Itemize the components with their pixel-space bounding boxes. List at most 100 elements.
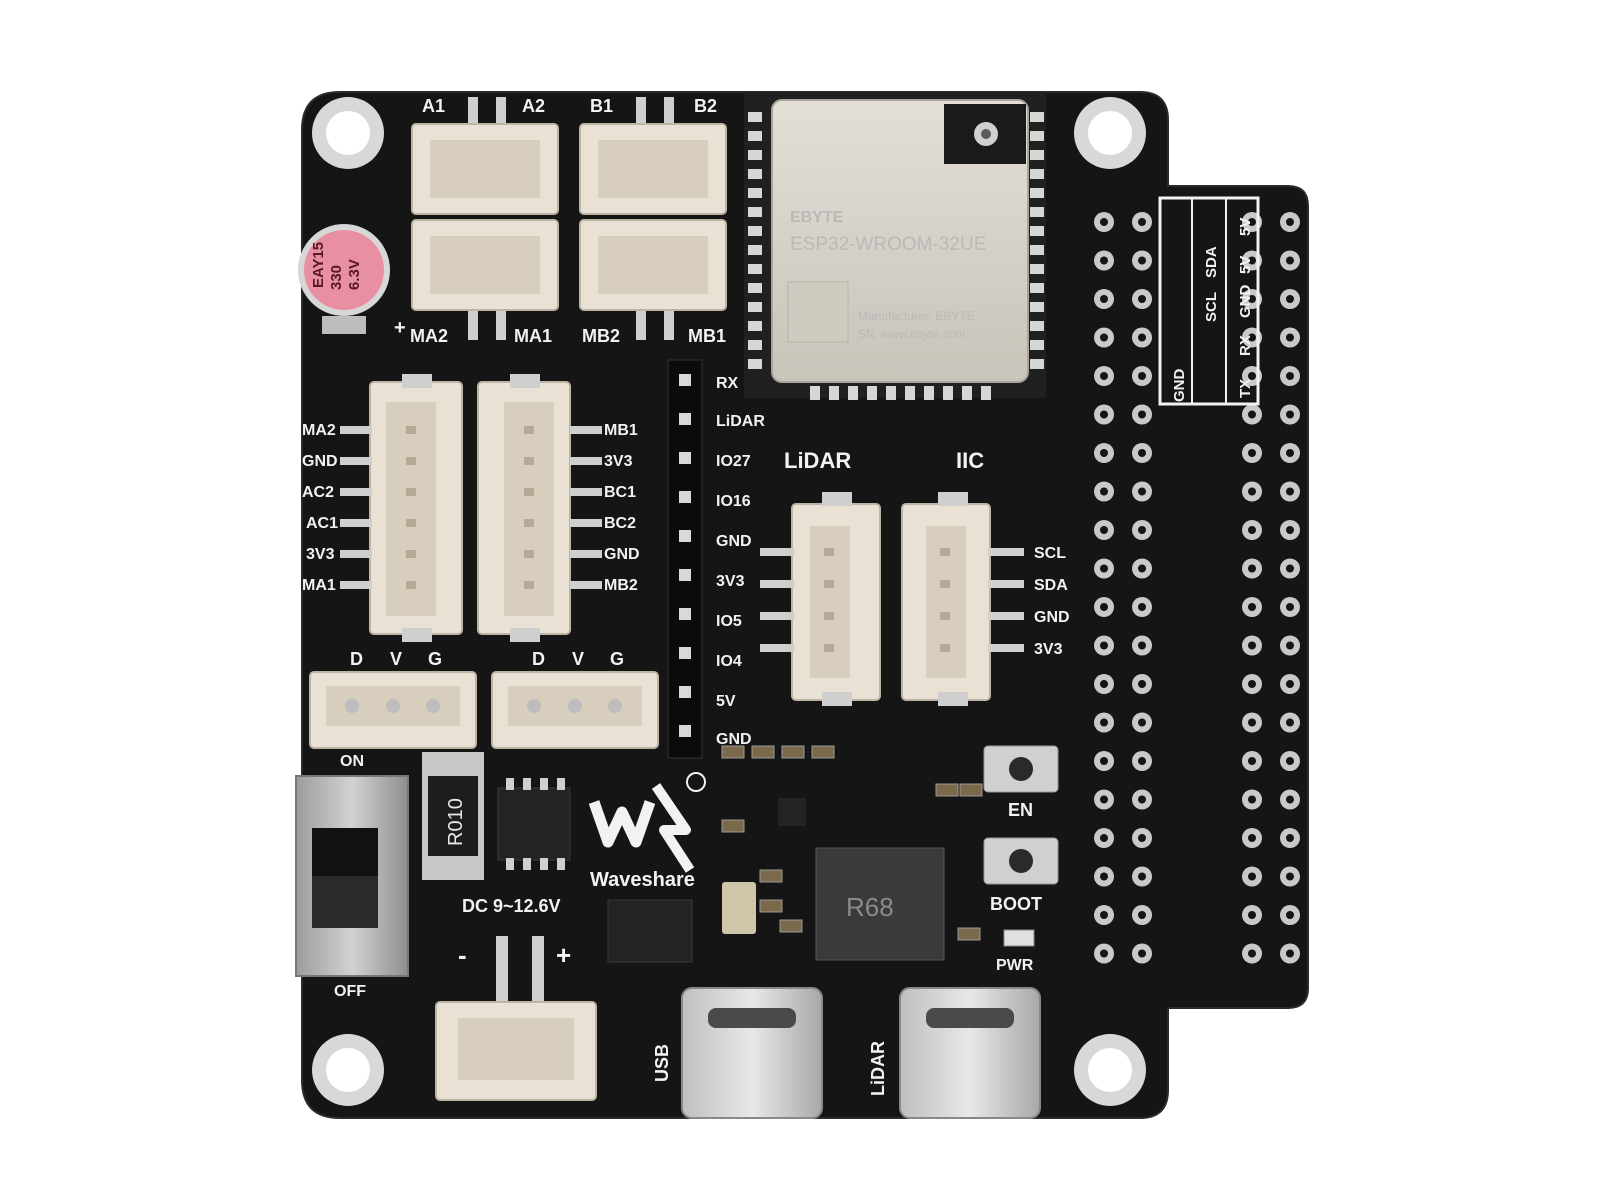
gpio-col3-rx: RX xyxy=(1237,335,1254,356)
esp-pad xyxy=(1030,302,1044,312)
esp-pad xyxy=(924,386,934,400)
gpio-pad-hole xyxy=(1248,872,1256,881)
enc-a-label-1: GND xyxy=(302,453,338,470)
gpio-pad-hole xyxy=(1138,757,1146,765)
label-ma1: MA1 xyxy=(514,326,552,346)
esp-model: ESP32-WROOM-32UE xyxy=(790,234,986,255)
enc-b-label-0: MB1 xyxy=(604,422,638,439)
soic-pin xyxy=(557,858,565,870)
motor-connector-labels-top: A1 A2 B1 B2 xyxy=(422,96,717,116)
esp-pad xyxy=(1030,283,1044,293)
iic-labels: SCL SDA GND 3V3 xyxy=(1034,545,1070,658)
iic-label-0: SCL xyxy=(1034,545,1066,562)
lidar-contact xyxy=(824,580,834,588)
gpio-pad-hole xyxy=(1100,410,1108,419)
gpio-pad-hole xyxy=(1138,680,1146,688)
iic-label-1: SDA xyxy=(1034,577,1068,594)
lidar-iic-connectors xyxy=(760,492,1024,706)
soic-pin xyxy=(557,778,565,790)
iic-label-2: GND xyxy=(1034,609,1070,626)
encoder-pin xyxy=(340,519,372,527)
lidar-contact xyxy=(824,548,834,556)
smd-component xyxy=(779,919,803,933)
shunt-resistor: R010 xyxy=(422,752,484,880)
servo-pin xyxy=(608,699,622,713)
encoder-pin xyxy=(340,550,372,558)
servo-label-2: G xyxy=(428,649,442,669)
encoder-pin xyxy=(340,457,372,465)
servo-pin xyxy=(527,699,541,713)
gpio-pad-hole xyxy=(1248,680,1256,688)
enc-b-label-2: BC1 xyxy=(604,484,636,501)
label-mb1: MB1 xyxy=(688,326,726,346)
esp-pad xyxy=(1030,207,1044,217)
gpio-pad-hole xyxy=(1138,333,1146,342)
gpio-pad-hole xyxy=(1248,564,1256,573)
hdr-label-8: 5V xyxy=(716,693,736,710)
gpio-pad-hole xyxy=(1100,949,1108,958)
header-pin xyxy=(679,413,691,425)
servo-pin xyxy=(345,699,359,713)
usb-c-connector-usb[interactable] xyxy=(681,987,823,1119)
label-b1: B1 xyxy=(590,96,613,116)
smd-component xyxy=(759,899,783,913)
en-button[interactable] xyxy=(983,745,1059,793)
inductor-text: R68 xyxy=(846,892,894,922)
esp-pad xyxy=(748,188,762,198)
encoder-contact xyxy=(406,581,416,589)
esp-manufacturer: Manufacturer: EBYTE xyxy=(858,309,975,323)
label-a1: A1 xyxy=(422,96,445,116)
iic-pin xyxy=(988,644,1024,652)
servo-labels: D V G D V G xyxy=(350,649,624,669)
servo-label-5: G xyxy=(610,649,624,669)
gpio-pad-hole xyxy=(1286,487,1294,496)
servo-pin xyxy=(568,699,582,713)
gpio-pad-hole xyxy=(1286,795,1294,804)
esp32-module: EBYTE ESP32-WROOM-32UE Manufacturer: EBY… xyxy=(744,92,1046,400)
header-pin xyxy=(679,647,691,659)
esp-pad xyxy=(748,207,762,217)
gpio-pad-hole xyxy=(1286,757,1294,765)
enc-b-label-1: 3V3 xyxy=(604,453,633,470)
iic-pin xyxy=(988,580,1024,588)
soic-pin xyxy=(540,858,548,870)
gpio-pad-hole xyxy=(1100,218,1108,226)
smd-component xyxy=(957,927,981,941)
header-pin xyxy=(679,452,691,464)
gpio-pad-hole xyxy=(1100,449,1108,457)
gpio-pad-hole xyxy=(1248,256,1256,265)
esp-pad xyxy=(1030,150,1044,160)
esp-sn: SN: www.ebyte.com xyxy=(858,327,965,341)
gpio-pad-hole xyxy=(1286,872,1294,881)
esp-pad xyxy=(829,386,839,400)
gpio-pad-hole xyxy=(1100,911,1108,919)
encoder-a-labels: MA2 GND AC2 AC1 3V3 MA1 xyxy=(302,422,338,594)
gpio-pad-hole xyxy=(1286,526,1294,534)
power-switch[interactable] xyxy=(295,775,409,977)
encoder-b-labels: MB1 3V3 BC1 BC2 GND MB2 xyxy=(604,422,640,594)
iic-label-3: 3V3 xyxy=(1034,641,1063,658)
gpio-pad-hole xyxy=(1138,834,1146,842)
pwr-led xyxy=(1003,929,1035,947)
encoder-contact xyxy=(406,426,416,434)
boot-button[interactable] xyxy=(983,837,1059,885)
esp-pad xyxy=(748,112,762,122)
smd-component xyxy=(759,869,783,883)
switch-off-label: OFF xyxy=(334,983,366,1000)
gpio-pad-hole xyxy=(1138,872,1146,881)
encoder-pin xyxy=(340,426,372,434)
gpio-pad-hole xyxy=(1286,218,1294,226)
smd-component xyxy=(959,783,983,797)
esp-pad xyxy=(748,283,762,293)
esp-pad xyxy=(748,245,762,255)
smd-component xyxy=(811,745,835,759)
esp-pad xyxy=(962,386,972,400)
usb-c-connector-lidar[interactable] xyxy=(899,987,1041,1119)
enc-a-label-3: AC1 xyxy=(306,515,338,532)
encoder-contact xyxy=(524,550,534,558)
gpio-pad-hole xyxy=(1138,487,1146,496)
hdr-label-1: LiDAR xyxy=(716,413,765,430)
hdr-label-3: IO16 xyxy=(716,493,751,510)
gpio-pad-hole xyxy=(1248,218,1256,226)
soic-pin xyxy=(506,778,514,790)
